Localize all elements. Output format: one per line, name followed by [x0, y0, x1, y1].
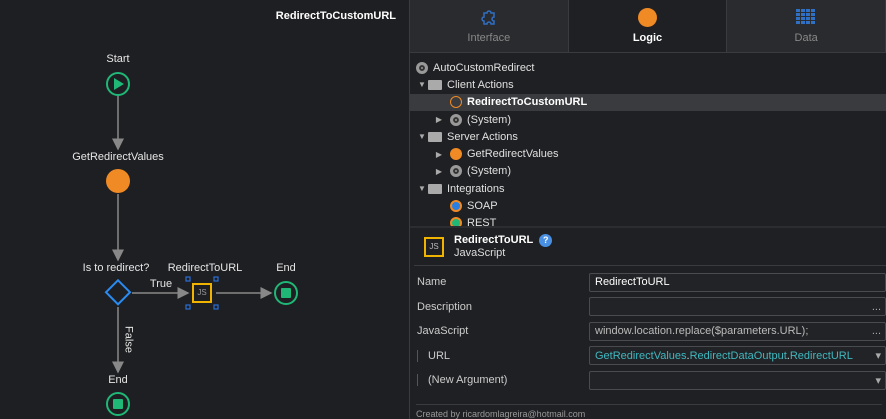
tab-label: Data — [794, 32, 818, 44]
tree-label: SOAP — [467, 200, 498, 213]
expand-arrow-icon[interactable]: ▼ — [418, 184, 426, 194]
folder-icon — [428, 131, 442, 142]
js-node[interactable] — [192, 283, 212, 303]
folder-icon — [428, 183, 442, 194]
right-panel: Interface Logic Data AutoCustomRedirect … — [409, 0, 886, 419]
new-argument-row: (New Argument) ▾ — [410, 368, 886, 393]
properties-subtitle: JavaScript — [454, 247, 506, 259]
stop-icon — [281, 288, 291, 298]
tree-label: RedirectToCustomURL — [467, 96, 588, 109]
js-icon-text: JS — [197, 288, 207, 297]
new-argument-label: (New Argument) — [417, 374, 589, 387]
name-input[interactable]: RedirectToURL — [589, 272, 886, 292]
true-label: True — [149, 278, 173, 290]
name-row: Name RedirectToURL — [410, 270, 886, 295]
tree-item-getredirectvalues[interactable]: ▶ GetRedirectValues — [410, 145, 886, 162]
expand-arrow-icon[interactable]: ▶ — [435, 166, 443, 176]
properties-title: RedirectToURL — [454, 234, 534, 246]
name-label: Name — [417, 276, 447, 289]
tree-label: Integrations — [447, 182, 505, 195]
javascript-label: JavaScript — [417, 325, 469, 338]
get-label: GetRedirectValues — [72, 151, 164, 163]
system-icon — [450, 113, 462, 126]
js-label: RedirectToURL — [167, 262, 243, 274]
end-label: End — [276, 262, 296, 274]
footer-text: Created by ricardomlagreira@hotmail.com — [416, 404, 882, 419]
grid-icon — [727, 8, 885, 26]
javascript-icon: JS — [424, 236, 444, 257]
javascript-code: window.location.replace($parameters.URL)… — [595, 325, 809, 338]
tree-item-server-system[interactable]: ▶ (System) — [410, 163, 886, 180]
more-button[interactable]: ... — [871, 300, 881, 313]
new-argument-input[interactable]: ▾ — [589, 370, 886, 390]
name-value: RedirectToURL — [595, 276, 670, 289]
start-node[interactable] — [106, 72, 130, 96]
server-action-node[interactable] — [106, 169, 130, 193]
description-row: Description... — [410, 295, 886, 320]
tab-data[interactable]: Data — [727, 0, 886, 52]
tree-item-redirecttocustomurl[interactable]: RedirectToCustomURL — [410, 93, 886, 111]
description-label: Description — [417, 300, 473, 313]
tab-label: Logic — [632, 32, 663, 44]
tree-label: GetRedirectValues — [467, 148, 559, 161]
more-button[interactable]: ... — [871, 325, 881, 338]
module-icon — [416, 61, 428, 74]
javascript-row: JavaScript window.location.replace($param… — [410, 319, 886, 344]
tab-logic[interactable]: Logic — [568, 0, 728, 52]
end-node[interactable] — [106, 392, 130, 416]
tree-folder-server-actions[interactable]: ▼ Server Actions — [410, 128, 886, 145]
properties-header: JS RedirectToURL? JavaScript — [414, 228, 886, 266]
url-value: GetRedirectValues.RedirectDataOutput.Red… — [595, 349, 853, 362]
url-row: URL GetRedirectValues.RedirectDataOutput.… — [410, 344, 886, 369]
tree-label: AutoCustomRedirect — [433, 61, 535, 74]
description-input[interactable]: ... — [589, 297, 886, 317]
play-icon — [114, 78, 124, 90]
tree-label: REST — [467, 217, 497, 228]
help-icon[interactable]: ? — [539, 234, 553, 247]
orange-circle-icon — [569, 7, 727, 27]
expand-arrow-icon[interactable]: ▶ — [435, 149, 443, 159]
client-action-icon — [450, 96, 462, 109]
stop-icon — [113, 399, 123, 409]
tab-interface[interactable]: Interface — [410, 0, 569, 52]
dropdown-arrow-icon[interactable]: ▾ — [875, 374, 881, 387]
javascript-input[interactable]: window.location.replace($parameters.URL)… — [589, 321, 886, 341]
false-label: False — [122, 326, 135, 353]
tab-label: Interface — [467, 32, 511, 44]
tab-bar: Interface Logic Data — [410, 0, 886, 53]
tree-label: Server Actions — [447, 130, 518, 143]
server-action-icon — [450, 148, 462, 161]
tree-label: (System) — [467, 113, 511, 126]
tree-item-rest[interactable]: REST — [410, 215, 886, 228]
folder-icon — [428, 79, 442, 90]
system-icon — [450, 165, 462, 178]
tree-item-root[interactable]: AutoCustomRedirect — [410, 59, 886, 76]
end-label: End — [108, 374, 128, 386]
start-label: Start — [106, 53, 130, 65]
action-title: RedirectToCustomURL — [275, 10, 396, 22]
if-node[interactable] — [104, 278, 132, 306]
expand-arrow-icon[interactable]: ▼ — [418, 80, 426, 90]
dropdown-arrow-icon[interactable]: ▾ — [875, 350, 881, 363]
expand-arrow-icon[interactable]: ▶ — [435, 115, 443, 125]
soap-icon — [450, 200, 462, 213]
tree-item-soap[interactable]: SOAP — [410, 197, 886, 214]
url-label: URL — [417, 349, 589, 362]
puzzle-icon — [410, 8, 568, 26]
tree-folder-integrations[interactable]: ▼ Integrations — [410, 180, 886, 197]
flow-diagram — [104, 72, 298, 416]
tree-folder-client-actions[interactable]: ▼ Client Actions — [410, 76, 886, 93]
tree-label: Client Actions — [447, 78, 514, 91]
logic-tree: AutoCustomRedirect ▼ Client Actions Redir… — [410, 53, 886, 228]
flow-canvas[interactable]: RedirectToCustomURL Start GetRedirectVal… — [0, 0, 408, 419]
selection-handles[interactable] — [185, 276, 219, 310]
tree-item-client-system[interactable]: ▶ (System) — [410, 111, 886, 128]
tree-label: (System) — [467, 165, 511, 178]
expand-arrow-icon[interactable]: ▼ — [418, 132, 426, 142]
rest-icon — [450, 217, 462, 226]
url-input[interactable]: GetRedirectValues.RedirectDataOutput.Red… — [589, 346, 886, 366]
if-label: Is to redirect? — [82, 262, 150, 274]
end-node[interactable] — [274, 281, 298, 305]
